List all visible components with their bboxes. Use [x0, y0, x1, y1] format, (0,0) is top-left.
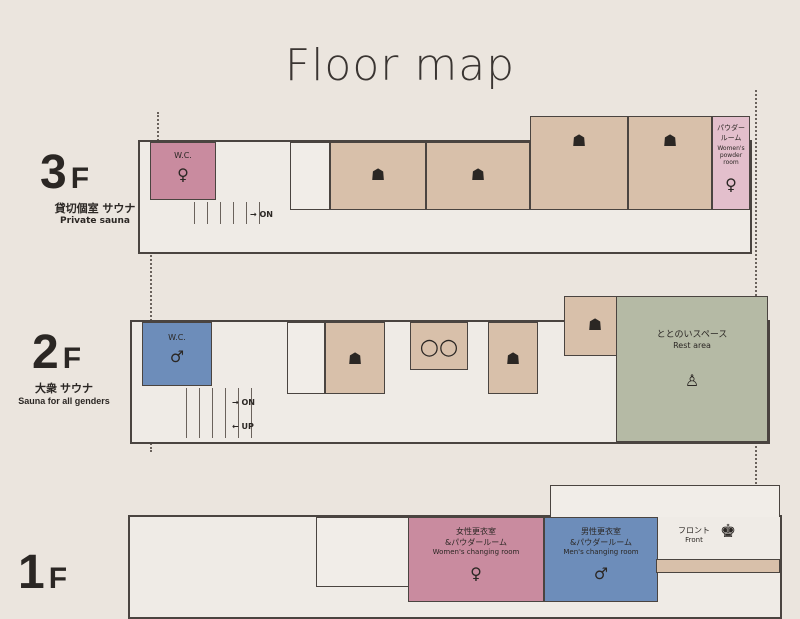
sauna-person-icon: ☗ [571, 131, 587, 150]
sauna-room[interactable]: ☗ [325, 322, 385, 394]
man-icon: ♂ [593, 564, 609, 583]
sauna-person-icon: ☗ [470, 165, 486, 184]
stairs-on-text: ON [259, 210, 274, 219]
floor-jp: 大衆 サウナ [34, 383, 94, 395]
floor-unit: F [48, 562, 68, 595]
sauna-room[interactable]: ☗ [488, 322, 538, 394]
stove-icon: ○○ [419, 335, 459, 360]
room [287, 322, 325, 394]
private-sauna-1[interactable]: ☗ [330, 142, 426, 210]
rest-en: Rest area [673, 341, 711, 350]
sauna-person-icon: ☗ [662, 131, 678, 150]
private-sauna-2[interactable]: ☗ [426, 142, 530, 210]
front-en: Front [685, 536, 703, 544]
floor-en: Sauna for all genders [18, 396, 110, 406]
stairs-up-text: UP [241, 422, 254, 431]
floor-unit: F [70, 162, 90, 195]
floor-number: 1 [18, 546, 45, 599]
sauna-person-icon: ☗ [587, 315, 603, 334]
floor-number: 3 [40, 146, 67, 199]
men-jp: 男性更衣室 [581, 527, 621, 536]
room [290, 142, 330, 210]
powder-jp: パウダー ルーム [717, 124, 745, 142]
floor-2-plan: W.C. ♂ → ON ← UP ☗ ○○ ☗ ☗ ととのいスペース Rest … [130, 296, 770, 444]
room [550, 485, 780, 517]
front-jp: フロント [678, 526, 710, 535]
sauna-person-icon: ☗ [505, 349, 521, 368]
woman-icon: ♀ [470, 564, 482, 583]
stairs [174, 388, 264, 438]
women-jp: 女性更衣室 [456, 527, 496, 536]
floor-jp: 貸切個室 サウナ [54, 202, 136, 215]
chair-icon: ♙ [684, 371, 700, 390]
wc-label: W.C. [168, 333, 186, 342]
floor-1-plan: 女性更衣室 &パウダールーム Women's changing room ♀ 男… [128, 485, 782, 619]
page-title: Floor map [284, 40, 516, 91]
private-sauna-3[interactable]: ☗ [530, 116, 628, 210]
wc-2f[interactable]: W.C. ♂ [142, 322, 212, 386]
front-desk[interactable]: フロント Front [678, 525, 710, 544]
sauna-room[interactable]: ☗ [564, 296, 626, 356]
wc-3f[interactable]: W.C. ♀ [150, 142, 216, 200]
stairs-on-label: → ON [232, 398, 255, 407]
women-jp2: &パウダールーム [445, 538, 507, 547]
floor-en: Private sauna [60, 216, 130, 226]
floor-3-plan: W.C. ♀ → ON ☗ ☗ ☗ ☗ パウダー ルーム Women's pow… [138, 116, 752, 254]
powder-en: Women's powder room [717, 145, 745, 166]
private-sauna-4[interactable]: ☗ [628, 116, 712, 210]
woman-icon: ♀ [725, 175, 737, 194]
men-en: Men's changing room [563, 548, 639, 556]
men-jp2: &パウダールーム [570, 538, 632, 547]
mens-changing-room[interactable]: 男性更衣室 &パウダールーム Men's changing room ♂ [544, 517, 658, 602]
rest-area[interactable]: ととのいスペース Rest area ♙ [616, 296, 768, 442]
stairs-up-label: ← UP [232, 422, 254, 431]
stairs-on-text: ON [241, 398, 256, 407]
stove-room: ○○ [410, 322, 468, 370]
receptionist-icon: ♚ [720, 521, 737, 542]
man-icon: ♂ [169, 347, 185, 366]
women-en: Women's changing room [432, 548, 520, 556]
room [316, 517, 410, 587]
floor-unit: F [62, 342, 82, 375]
wc-label: W.C. [174, 151, 192, 160]
woman-icon: ♀ [177, 165, 189, 184]
womens-changing-room[interactable]: 女性更衣室 &パウダールーム Women's changing room ♀ [408, 517, 544, 602]
stairs [182, 202, 262, 224]
counter [656, 559, 780, 573]
rest-jp: ととのいスペース [656, 330, 728, 340]
powder-room-3f[interactable]: パウダー ルーム Women's powder room ♀ [712, 116, 750, 210]
sauna-person-icon: ☗ [370, 165, 386, 184]
stairs-on-label: → ON [250, 210, 273, 219]
sauna-person-icon: ☗ [347, 349, 363, 368]
floor-number: 2 [32, 326, 59, 379]
